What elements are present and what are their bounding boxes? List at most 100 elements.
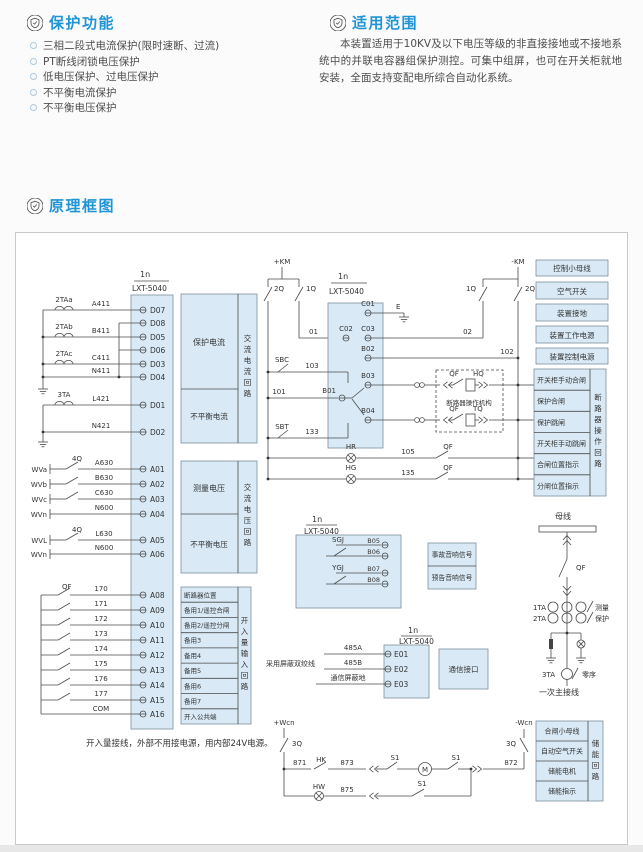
pt-label: WVb	[31, 481, 48, 489]
wire-label: N600	[95, 544, 114, 552]
switch-label: 3Q	[292, 740, 302, 748]
vertical-label: 储能回路	[592, 738, 600, 781]
terminal-label: D01	[150, 401, 166, 410]
ct-label: 2TAa	[55, 296, 72, 304]
bullet-icon	[30, 88, 37, 96]
terminal-label: D03	[150, 360, 166, 369]
scope-paragraph: 本装置适用于10KV及以下电压等级的非直接接地或不接地系统中的并联电容器组保护测…	[319, 38, 622, 84]
breaker-mechanism-box	[435, 369, 504, 433]
scope-title: 适用范围	[352, 14, 419, 32]
switch-label: QF	[443, 464, 453, 472]
terminal-block	[327, 302, 384, 449]
binary-circuit-box: 断路器位置 备用1/遥控合闸 备用2/遥控分闸 备用3 备用4 备用5 备用6 …	[180, 586, 252, 725]
switch-label: QF	[449, 405, 459, 413]
terminal-label: B05	[367, 537, 380, 545]
wire-label: C630	[95, 489, 113, 497]
vertical-label: 断路器操作回路	[594, 392, 602, 468]
terminal-label: A13	[150, 666, 165, 675]
switch-label: S1	[452, 754, 461, 762]
box-label: 不平衡电压	[190, 539, 228, 549]
current-input-group: 1n LXT-5040 2TAa 2TAb 2TAc A411 B411 C41…	[37, 270, 174, 730]
terminal-label: C03	[361, 325, 375, 333]
voltage-circuit-box: 测量电压 不平衡电压 交流电压回路	[180, 460, 258, 574]
list-item: 不平衡电流保护	[30, 85, 219, 101]
bullet-icon	[30, 104, 37, 112]
mechanism-label: 断路器操作机构	[446, 398, 492, 407]
device-prefix: 1n	[312, 515, 322, 524]
switch-label: SBC	[275, 356, 289, 364]
switch-label: QF	[62, 583, 72, 591]
binary-note: 开入量接线，外部不用接电源，用内部24V电源。	[86, 738, 273, 749]
one-line-diagram: 母线 QF 1TA 2TA 测量 保护 3TA 零序 一次主接线	[533, 511, 609, 697]
function-label: 保护	[595, 614, 609, 623]
box-label: 自动空气开关	[541, 747, 583, 756]
row-label: 开入公共端	[184, 712, 217, 721]
terminal-label: B01	[322, 387, 336, 395]
box-label: 装置控制电源	[550, 352, 595, 362]
wire-label: N421	[92, 422, 111, 430]
row-label: 备用5	[184, 666, 201, 675]
function-label: 零序	[582, 670, 596, 679]
function-label: 测量	[595, 604, 609, 612]
vertical-label: 交流电压回路	[244, 482, 252, 547]
terminal-label: C01	[361, 300, 375, 308]
shield-check-icon	[26, 197, 44, 214]
row-label: 开关柜手动合闸	[537, 376, 586, 385]
bullet-icon	[30, 73, 37, 81]
list-item: 低电压保护、过电压保护	[30, 69, 219, 85]
terminal-label: B06	[367, 548, 380, 556]
terminal-label: A03	[150, 495, 165, 504]
ground-label: E	[396, 303, 400, 311]
terminal-label: B04	[361, 407, 375, 415]
wire-label: 875	[340, 786, 353, 794]
device-model: LXT-5040	[304, 527, 339, 536]
schematic-diagram: 1n LXT-5040 2TAa 2TAb 2TAc A411 B411 C41…	[15, 232, 628, 845]
coil-label: HQ	[473, 370, 484, 378]
wire-label: 101	[272, 388, 285, 396]
device-model: LXT-5040	[399, 637, 434, 646]
shield-check-icon	[329, 14, 347, 31]
terminal-label: E02	[394, 665, 409, 674]
box-label: 空气开关	[557, 286, 587, 296]
terminal-label: A16	[150, 710, 165, 719]
wire-label: 176	[94, 675, 108, 683]
bullet-icon	[30, 42, 37, 50]
current-circuit-box: 保护电流 不平衡电流 交流电流回路	[180, 293, 258, 444]
switch-label: 2Q	[274, 285, 284, 293]
list-item: 三相二段式电流保护(限时速断、过流)	[30, 38, 219, 54]
ct-label: 2TA	[533, 615, 546, 623]
ct-label: 3TA	[542, 671, 555, 679]
wire-label: 485B	[344, 659, 362, 667]
protection-section-header: 保护功能	[26, 12, 115, 33]
wire-label: L630	[95, 530, 112, 538]
switch-label: 1Q	[306, 285, 316, 293]
bullet-icon	[30, 57, 37, 65]
row-label: 备用1/遥控合闸	[184, 606, 229, 615]
row-label: 分闸位置指示	[537, 481, 579, 490]
box-label: 不平衡电流	[190, 411, 228, 421]
pt-label: WVa	[32, 466, 47, 474]
terminal-label: D08	[150, 319, 166, 328]
bus-label: +KM	[274, 258, 291, 266]
bus-label: +Wcn	[273, 719, 294, 727]
box-label: 合闸小母线	[545, 727, 580, 736]
terminal-label: A02	[150, 480, 165, 489]
list-item-text: 三相二段式电流保护(限时速断、过流)	[43, 40, 220, 53]
switch-label: QF	[449, 370, 459, 378]
ct-label: 3TA	[58, 391, 71, 399]
voltage-input-group: WVa WVb WVc WVn WVL WVn 4Q 4Q A630 B630 …	[31, 455, 165, 559]
wire-label: A411	[92, 300, 110, 308]
pt-label: WVn	[31, 511, 47, 519]
pt-label: WVc	[31, 496, 47, 504]
terminal-label: A11	[150, 636, 165, 645]
terminal-label: A12	[150, 651, 165, 660]
switch-label: QF	[443, 443, 453, 451]
device-prefix: 1n	[338, 272, 348, 281]
wire-label: B630	[95, 474, 113, 482]
binary-input-group: QF 170 171 172 173 174 175 176 177 COM A…	[40, 583, 165, 719]
terminal-label: A08	[150, 591, 165, 600]
box-label: 控制小母线	[553, 263, 591, 273]
terminal-label: A15	[150, 696, 165, 705]
terminal-label: D05	[150, 333, 166, 342]
row-label: 备用6	[184, 681, 201, 690]
